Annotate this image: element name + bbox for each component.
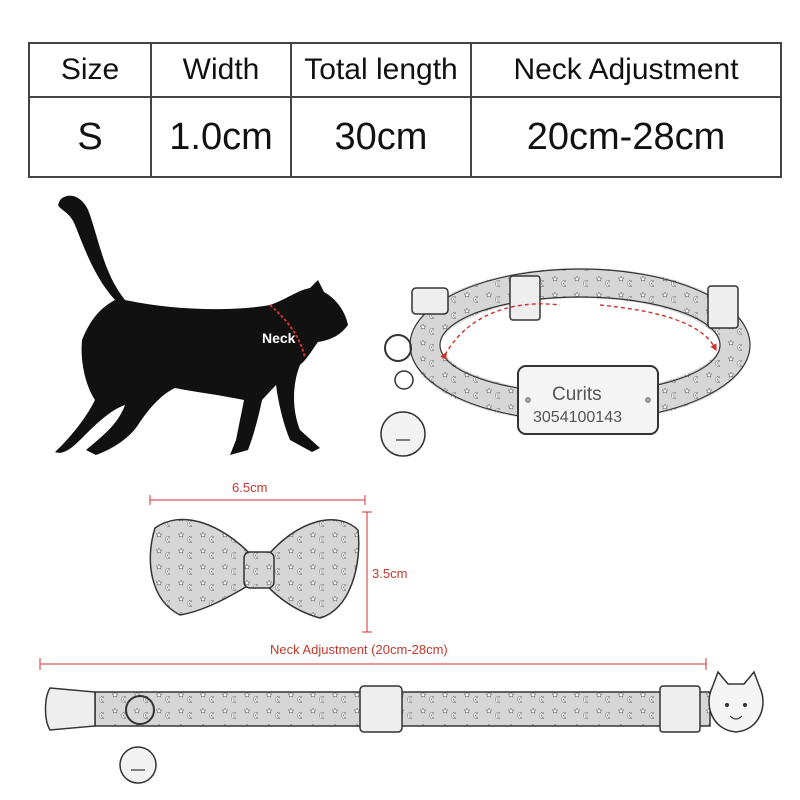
size-chart-table: Size Width Total length Neck Adjustment …	[28, 42, 782, 178]
bowtie-height-label: 3.5cm	[372, 566, 407, 581]
bell-icon	[119, 746, 157, 784]
strap-adjust-label: Neck Adjustment (20cm-28cm)	[270, 642, 448, 657]
neck-label: Neck	[262, 330, 296, 346]
tag-number: 3054100143	[533, 409, 622, 426]
bell-icon	[380, 411, 426, 457]
strap-slider	[359, 685, 403, 733]
value-size: S	[28, 96, 152, 178]
value-total-length: 30cm	[290, 96, 472, 178]
neck-indicator-arc	[269, 304, 306, 359]
header-neck-adjustment: Neck Adjustment	[470, 42, 782, 98]
collar-slider	[707, 285, 739, 329]
cat-silhouette	[55, 195, 348, 455]
straight-collar-strap	[44, 670, 764, 784]
neck-arrow-right	[599, 304, 717, 352]
table-header-row: Size Width Total length Neck Adjustment	[28, 42, 782, 98]
bowtie-width-label: 6.5cm	[232, 480, 267, 495]
strap-keeper	[659, 685, 701, 733]
header-width: Width	[150, 42, 292, 98]
cat-face-charm-icon	[708, 670, 764, 733]
name-tag: Curits 3054100143	[517, 365, 659, 435]
collar-ring	[384, 334, 412, 362]
collar-slider	[509, 275, 541, 321]
strap-ring	[125, 695, 155, 725]
bowtie	[149, 518, 360, 619]
value-neck-adjustment: 20cm-28cm	[470, 96, 782, 178]
tag-name: Curits	[552, 384, 602, 405]
header-total-length: Total length	[290, 42, 472, 98]
header-size: Size	[28, 42, 152, 98]
collar-buckle	[411, 287, 449, 315]
neck-arrow-left	[440, 303, 561, 360]
table-value-row: S 1.0cm 30cm 20cm-28cm	[28, 96, 782, 178]
value-width: 1.0cm	[150, 96, 292, 178]
strap-buckle	[44, 687, 96, 731]
